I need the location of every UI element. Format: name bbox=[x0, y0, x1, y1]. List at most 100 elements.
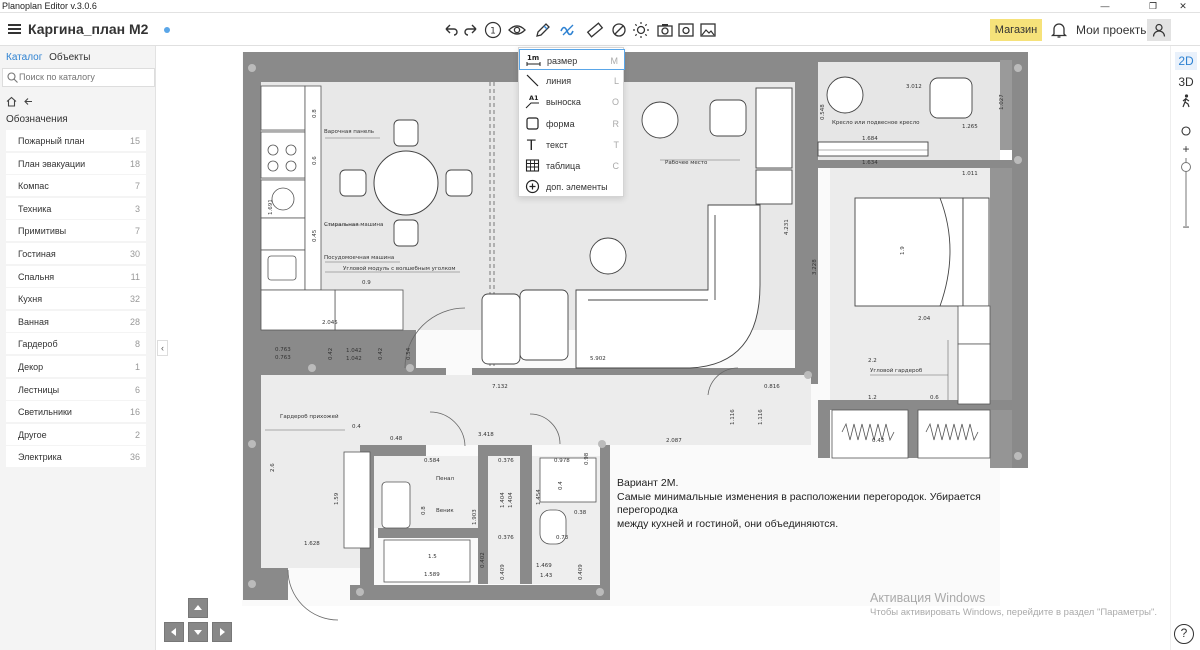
lighting-icon[interactable] bbox=[631, 20, 651, 40]
svg-text:1m: 1m bbox=[527, 54, 539, 62]
catalog-item-count: 15 bbox=[129, 136, 140, 146]
tab-catalog[interactable]: Каталог bbox=[6, 52, 43, 63]
svg-text:0.48: 0.48 bbox=[390, 436, 403, 442]
tool-menu-item-add-elements[interactable]: доп. элементы bbox=[519, 176, 625, 197]
variant-title: Вариант 2М. bbox=[617, 477, 679, 489]
tool-menu-label: текст bbox=[546, 139, 568, 150]
minimize-button[interactable]: — bbox=[1100, 1, 1110, 11]
view-2d-button[interactable]: 2D bbox=[1175, 52, 1197, 70]
svg-text:0.9: 0.9 bbox=[362, 280, 371, 286]
shop-button[interactable]: Магазин bbox=[990, 19, 1042, 41]
catalog-item-count: 7 bbox=[134, 181, 140, 192]
catalog-nav bbox=[6, 96, 34, 107]
plan-canvas[interactable]: Варочная панель Стиральная машина Посудо… bbox=[168, 46, 1168, 650]
catalog-item-count: 8 bbox=[134, 339, 140, 350]
catalog-search[interactable] bbox=[2, 68, 155, 87]
image-gallery-icon[interactable] bbox=[698, 20, 718, 40]
bell-icon[interactable] bbox=[1049, 20, 1069, 40]
label-cooktop: Варочная панель bbox=[324, 129, 374, 135]
step-number-icon[interactable]: 1 bbox=[483, 20, 503, 40]
user-icon bbox=[1152, 23, 1166, 37]
svg-text:1.59: 1.59 bbox=[334, 492, 340, 505]
annotation-tool-icon[interactable] bbox=[558, 20, 578, 40]
catalog-item-count: 18 bbox=[129, 158, 140, 169]
zoom-reset-button[interactable] bbox=[1175, 123, 1197, 141]
section-title: Обозначения bbox=[6, 114, 68, 125]
zoom-slider-thumb[interactable] bbox=[1181, 162, 1191, 173]
svg-text:0.4: 0.4 bbox=[558, 481, 564, 490]
view-3d-button[interactable]: 3D bbox=[1178, 75, 1194, 89]
svg-text:3.418: 3.418 bbox=[478, 432, 494, 438]
pencil-icon[interactable] bbox=[533, 20, 553, 40]
catalog-item-count: 36 bbox=[129, 452, 140, 463]
pan-up-button[interactable] bbox=[188, 598, 208, 618]
undo-icon[interactable] bbox=[441, 20, 461, 40]
walk-mode-button[interactable] bbox=[1175, 94, 1197, 112]
zoom-slider[interactable] bbox=[1185, 158, 1187, 226]
close-button[interactable]: ✕ bbox=[1179, 1, 1187, 11]
back-arrow-icon[interactable] bbox=[23, 96, 34, 107]
svg-text:1.9: 1.9 bbox=[900, 246, 906, 255]
camera-square-icon[interactable] bbox=[676, 20, 696, 40]
tool-menu-label: таблица bbox=[546, 161, 581, 171]
bathtub bbox=[383, 539, 471, 583]
tool-menu-label: выноска bbox=[546, 97, 581, 108]
user-button[interactable] bbox=[1147, 19, 1171, 41]
home-icon[interactable] bbox=[6, 96, 17, 107]
pan-left-button[interactable] bbox=[164, 622, 184, 642]
snap-markers bbox=[248, 64, 1022, 596]
tape-measure-icon[interactable] bbox=[609, 20, 629, 40]
pan-down-button[interactable] bbox=[188, 622, 208, 642]
svg-text:0.584: 0.584 bbox=[424, 458, 440, 464]
dining-chairs bbox=[339, 119, 473, 247]
visibility-icon[interactable] bbox=[507, 20, 527, 40]
menu-icon[interactable] bbox=[8, 24, 21, 34]
zoom-out-button[interactable]: − bbox=[1182, 220, 1190, 234]
main-toolbar: Каргина_план М2 1 Магазин Мои проекты bbox=[0, 14, 1200, 46]
entrance-floor bbox=[261, 445, 360, 568]
help-button[interactable]: ? bbox=[1174, 624, 1194, 644]
catalog-item-count: 30 bbox=[129, 248, 140, 259]
washbasin bbox=[381, 481, 411, 529]
my-projects-button[interactable]: Мои проекты bbox=[1076, 23, 1149, 37]
ruler-icon[interactable] bbox=[585, 20, 605, 40]
svg-text:0.6: 0.6 bbox=[930, 395, 939, 401]
maximize-button[interactable]: ❐ bbox=[1148, 1, 1158, 11]
vertical-dimension-values: 0.8 0.6 0.45 1.691 0.42 0.42 0.54 4.231 … bbox=[268, 94, 1005, 580]
svg-text:0.42: 0.42 bbox=[378, 348, 384, 360]
svg-text:0.376: 0.376 bbox=[498, 458, 514, 464]
table-icon bbox=[525, 159, 540, 172]
document-title[interactable]: Каргина_план М2 bbox=[28, 21, 149, 37]
redo-icon[interactable] bbox=[461, 20, 481, 40]
svg-text:1.042: 1.042 bbox=[346, 356, 362, 362]
armchair bbox=[519, 289, 569, 361]
zoom-in-button[interactable]: + bbox=[1182, 142, 1190, 156]
camera-icon[interactable] bbox=[655, 20, 675, 40]
search-input[interactable] bbox=[19, 72, 149, 82]
collapse-panel-button[interactable]: ‹ bbox=[157, 340, 168, 356]
pan-right-button[interactable] bbox=[212, 622, 232, 642]
tab-objects[interactable]: Объекты bbox=[49, 52, 91, 63]
wardrobe-hangers bbox=[841, 422, 979, 442]
